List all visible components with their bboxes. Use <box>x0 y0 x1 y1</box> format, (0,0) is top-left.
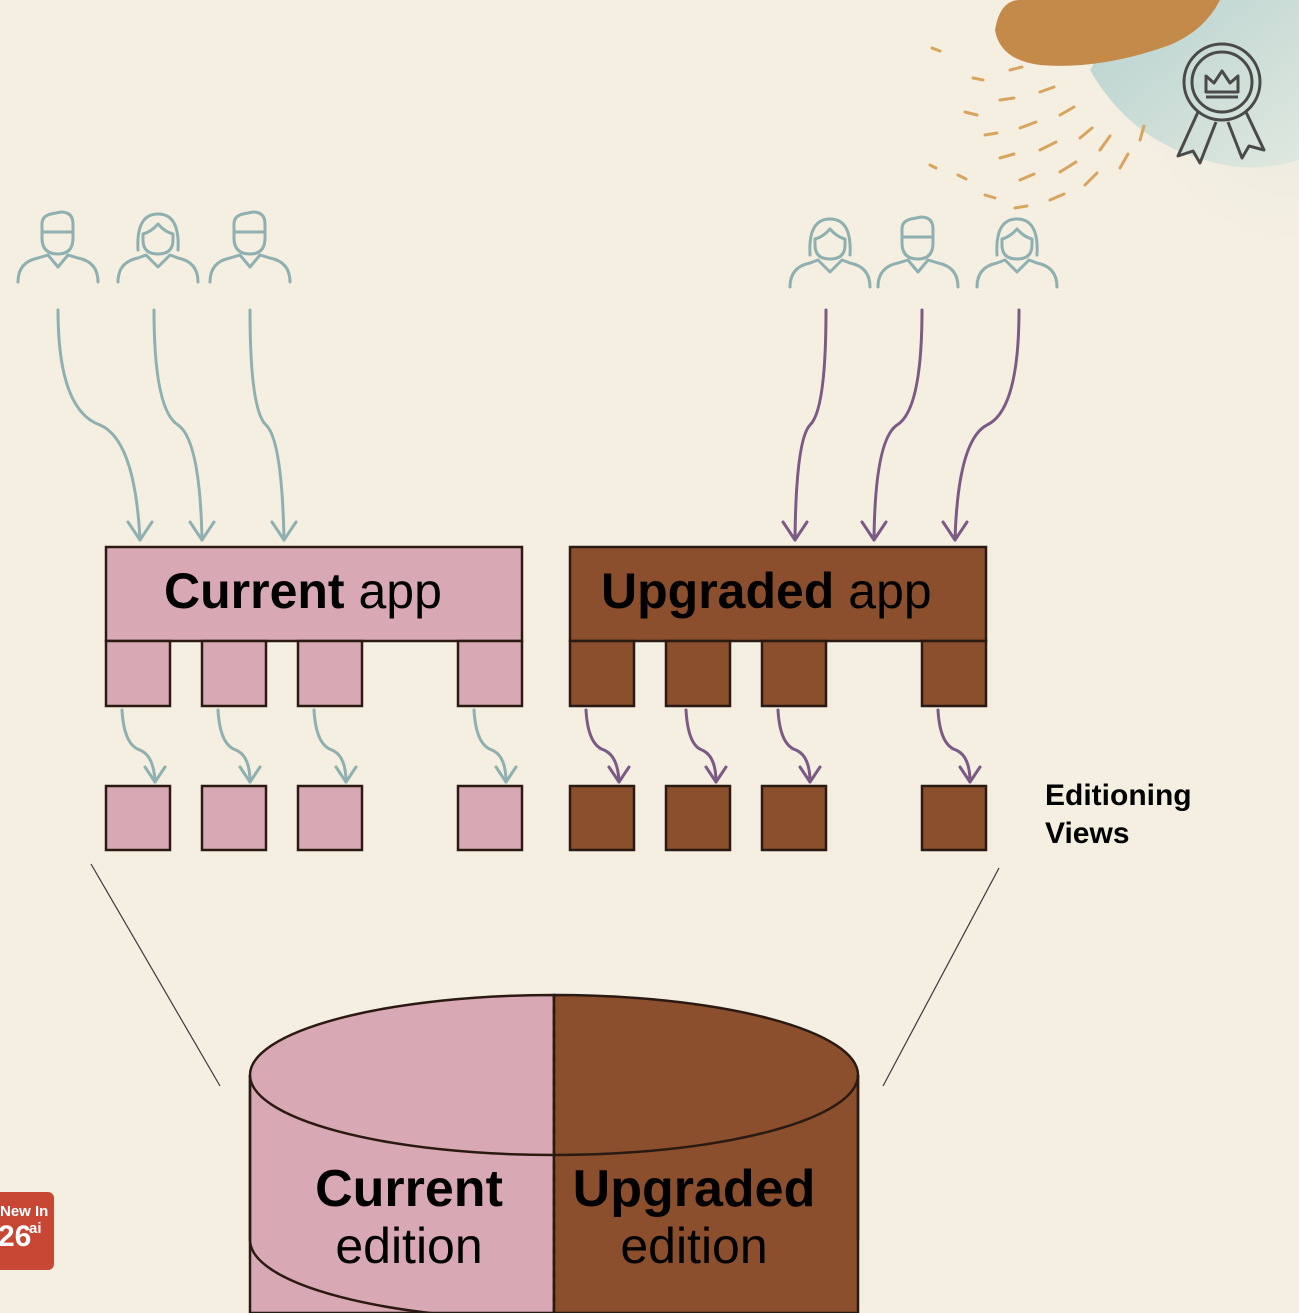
upgraded-view-arrows <box>584 708 982 784</box>
female-user-icon <box>116 212 200 284</box>
database-cylinder <box>248 993 860 1313</box>
new-in-26ai-badge: New In 26 ai <box>0 1192 54 1270</box>
upgraded-app-label-light: app <box>848 563 932 619</box>
badge-line1: New In <box>0 1203 49 1220</box>
editioning-view <box>568 784 636 852</box>
current-app-label-light: app <box>358 563 442 619</box>
editioning-view <box>200 784 268 852</box>
upgraded-app-label-bold: Upgraded <box>601 563 835 619</box>
upgraded-edition-half <box>552 993 860 1313</box>
current-app-box <box>104 545 524 643</box>
editioning-view <box>104 784 172 852</box>
editioning-view <box>456 784 524 852</box>
male-user-icon <box>876 215 960 289</box>
current-app-module <box>104 639 172 708</box>
editioning-views-line2: Views <box>1045 817 1130 850</box>
upgraded-app-module <box>920 639 988 708</box>
current-app-module <box>456 639 524 708</box>
current-edition-label-light: edition <box>335 1218 483 1274</box>
current-edition-label-bold: Current <box>315 1160 503 1218</box>
current-app-module <box>200 639 268 708</box>
upgraded-app-module <box>760 639 828 708</box>
current-app-module <box>296 639 364 708</box>
female-user-icon <box>788 217 872 289</box>
funnel-lines <box>90 863 1000 1087</box>
upgraded-edition-label-light: edition <box>620 1218 768 1274</box>
badge-suffix: ai <box>29 1220 42 1237</box>
upgraded-user-arrows <box>781 308 1021 542</box>
current-user-arrows <box>56 308 298 542</box>
editioning-view <box>760 784 828 852</box>
editioning-view <box>664 784 732 852</box>
editioning-views-label: Editioning Views <box>1045 777 1192 853</box>
editioning-views-line1: Editioning <box>1045 779 1192 812</box>
upgraded-app-label: Upgraded app <box>601 566 932 616</box>
upgraded-app-module <box>664 639 732 708</box>
editioning-view <box>296 784 364 852</box>
current-app <box>104 545 524 708</box>
current-edition-half <box>248 993 556 1313</box>
upgraded-editioning-views <box>568 784 988 852</box>
upgraded-edition-label: Upgraded edition <box>556 1163 832 1271</box>
current-view-arrows <box>120 708 518 784</box>
upgraded-app-module <box>568 639 636 708</box>
male-user-icon <box>16 210 100 284</box>
current-edition-label: Current edition <box>252 1163 566 1271</box>
upgraded-app <box>568 545 988 708</box>
current-editioning-views <box>104 784 524 852</box>
editioning-view <box>920 784 988 852</box>
male-user-icon <box>208 210 292 284</box>
current-app-label: Current app <box>164 566 442 616</box>
current-app-users <box>16 210 292 284</box>
upgraded-edition-label-bold: Upgraded <box>572 1160 816 1218</box>
award-ribbon-icon <box>1176 42 1266 165</box>
upgraded-app-users <box>788 215 1059 289</box>
badge-number: 26 <box>0 1220 32 1253</box>
current-app-label-bold: Current <box>164 563 345 619</box>
female-user-icon <box>975 217 1059 289</box>
